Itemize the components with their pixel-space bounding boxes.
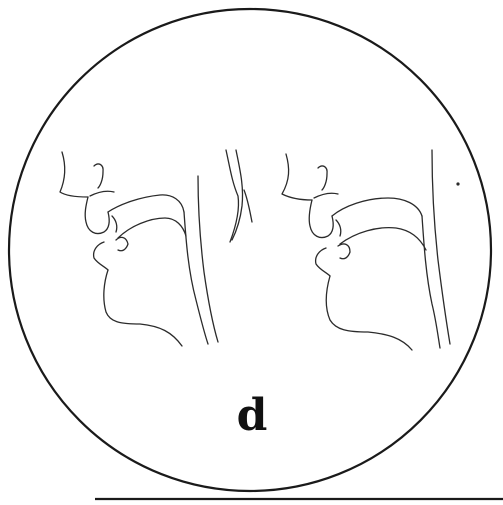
right-sagittal-drawing: [282, 150, 460, 350]
right-mark-dot: [456, 182, 459, 185]
right-tongue: [340, 228, 426, 250]
left-sagittal-drawing: [60, 152, 218, 346]
left-lower-teeth: [116, 237, 128, 250]
right-upper-lip: [309, 200, 333, 238]
center-strands: [226, 150, 252, 242]
right-pharynx-front: [422, 216, 440, 348]
left-nose-outline: [60, 152, 88, 197]
right-chin: [326, 276, 412, 350]
right-nose-outline: [282, 154, 312, 200]
strand-3: [244, 190, 252, 222]
left-upper-lip: [85, 197, 109, 234]
right-nostril: [318, 166, 327, 190]
left-upper-teeth: [112, 216, 117, 232]
left-nasal-bridge: [90, 191, 114, 196]
left-nostril: [94, 164, 103, 188]
right-nasal-bridge: [314, 193, 338, 198]
left-tongue: [118, 218, 186, 238]
right-lower-teeth: [338, 244, 350, 259]
left-chin: [104, 270, 182, 346]
panel-label: d: [237, 390, 268, 441]
left-palate: [108, 195, 184, 212]
right-upper-teeth: [336, 220, 341, 236]
right-palate: [332, 198, 422, 216]
left-lower-lip: [94, 242, 108, 270]
right-lower-lip: [316, 248, 330, 276]
